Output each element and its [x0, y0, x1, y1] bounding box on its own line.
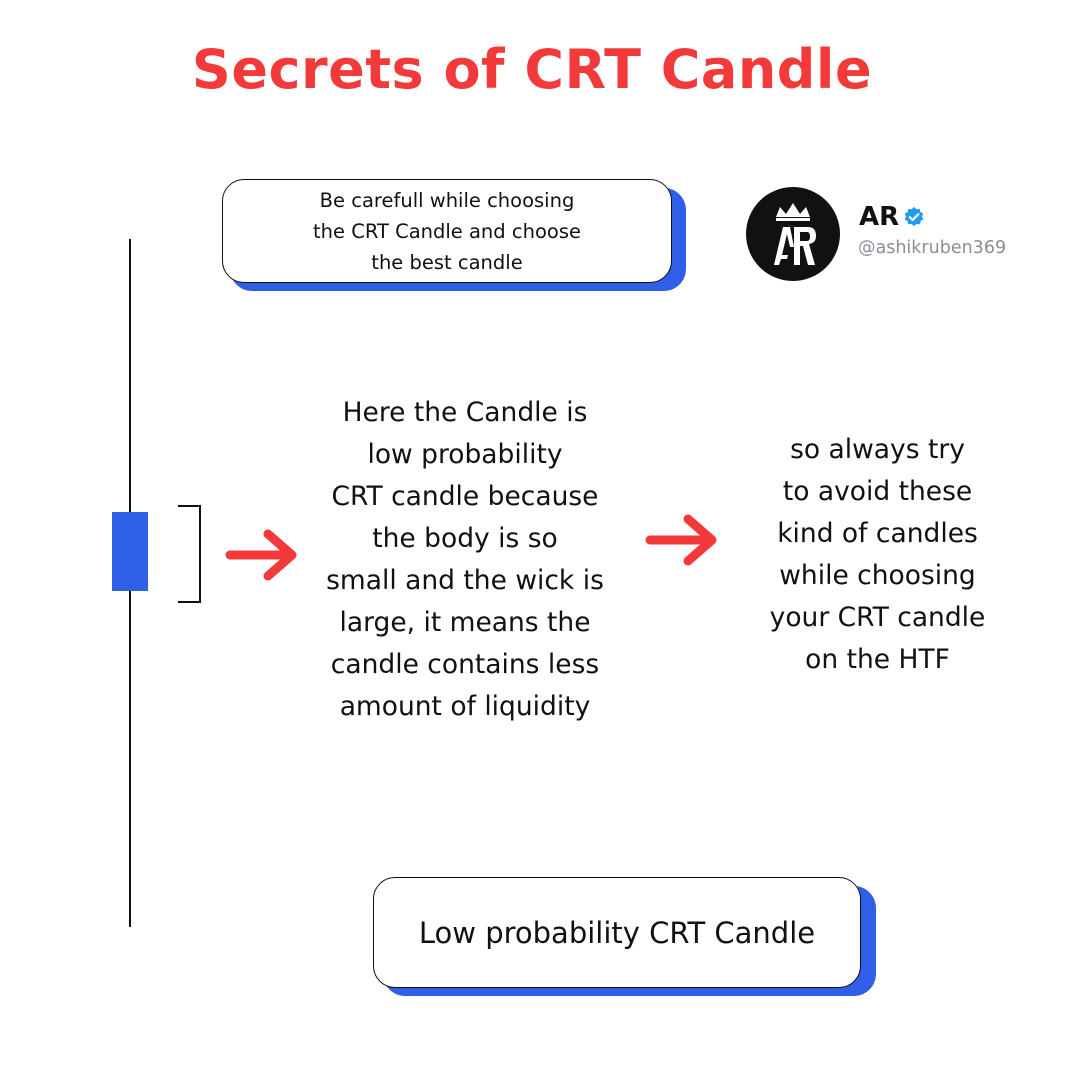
explanation-line: the body is so	[372, 523, 558, 554]
verified-badge-icon	[903, 206, 925, 228]
advice-line: on the HTF	[805, 644, 950, 675]
crowned-ar-logo-icon	[746, 187, 840, 281]
tip-line: the best candle	[371, 250, 523, 274]
advice-line: your CRT candle	[769, 602, 986, 633]
explanation-line: Here the Candle is	[342, 397, 588, 428]
advice-line: while choosing	[779, 560, 976, 591]
right-arrow-icon	[645, 514, 717, 566]
explanation-line: amount of liquidity	[339, 691, 591, 722]
explanation-line: small and the wick is	[326, 565, 604, 596]
profile-name: AR	[859, 202, 900, 232]
advice-line: to avoid these	[782, 476, 973, 507]
advice-line: kind of candles	[777, 518, 978, 549]
explanation-line: large, it means the	[339, 607, 591, 638]
advice-text: so always try to avoid these kind of can…	[735, 429, 1020, 681]
tip-card: Be carefull while choosing the CRT Candl…	[222, 179, 672, 283]
bracket-icon	[178, 505, 201, 603]
explanation-text: Here the Candle is low probability CRT c…	[290, 392, 640, 728]
label-card: Low probability CRT Candle	[373, 877, 861, 988]
explanation-line: low probability	[367, 439, 563, 470]
advice-line: so always try	[790, 434, 965, 465]
explanation-line: CRT candle because	[331, 481, 599, 512]
candlestick-icon	[112, 239, 148, 927]
label-card-text: Low probability CRT Candle	[418, 915, 816, 950]
tip-line: Be carefull while choosing	[319, 188, 575, 212]
tip-card-text: Be carefull while choosing the CRT Candl…	[301, 185, 593, 278]
profile-handle: @ashikruben369	[858, 238, 1007, 258]
page-title: Secrets of CRT Candle	[191, 38, 873, 101]
tip-line: the CRT Candle and choose	[313, 219, 581, 243]
right-arrow-icon	[225, 529, 297, 581]
explanation-line: candle contains less	[330, 649, 600, 680]
